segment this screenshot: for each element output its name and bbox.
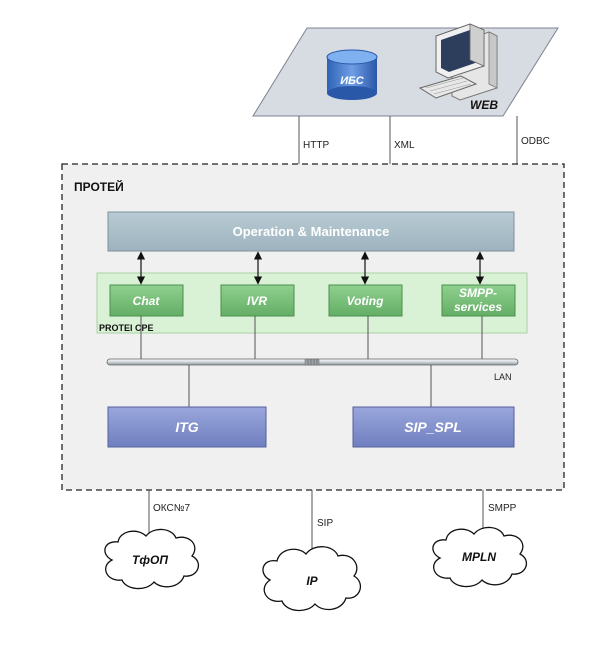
module-chat-label: Chat [133, 294, 161, 308]
database-icon [326, 49, 378, 100]
module-ivr [220, 284, 295, 317]
web-platform [252, 27, 559, 117]
module-lan-links [140, 316, 483, 360]
xml-label: XML [394, 140, 415, 151]
module-chat [109, 284, 184, 317]
cloud-tfop-icon [104, 528, 200, 590]
cloud-ip-icon [262, 546, 362, 612]
smpp-label: SMPP [488, 503, 517, 514]
lan-label: LAN [494, 372, 512, 382]
oks-label: ОКС№7 [153, 503, 190, 514]
http-label: HTTP [303, 140, 329, 151]
lan-gateway-links [188, 365, 432, 407]
om-module-arrows [136, 251, 485, 285]
external-links [148, 490, 484, 552]
sip-label: SIP [317, 518, 333, 529]
cpe-label: PROTEI CPE [99, 323, 154, 333]
cloud-mpln-icon [432, 526, 528, 588]
module-smpp-label-1: SMPP- [459, 286, 497, 300]
module-smpp-label-2: services [454, 300, 502, 314]
module-voting [328, 284, 403, 317]
database-label: ИБС [340, 75, 365, 87]
web-links [298, 116, 518, 164]
web-label: WEB [470, 98, 498, 112]
module-ivr-label: IVR [247, 294, 267, 308]
gateway-sip-spl [352, 406, 515, 448]
odbc-label: ODBC [521, 136, 550, 147]
cloud-tfop-label: ТфОП [132, 553, 168, 567]
module-voting-label: Voting [347, 294, 385, 308]
cloud-mpln-label: MPLN [462, 550, 496, 564]
frame-title: ПРОТЕЙ [74, 179, 124, 194]
om-label: Operation & Maintenance [233, 224, 390, 239]
gateway-sip-spl-label: SIP_SPL [404, 419, 462, 435]
computer-icon [418, 23, 498, 101]
cloud-ip-label: IP [306, 574, 318, 588]
module-smpp-services [441, 284, 516, 317]
om-bar [107, 211, 515, 252]
lan-bus [106, 358, 519, 366]
gateway-itg [107, 406, 267, 448]
gateway-itg-label: ITG [175, 419, 198, 435]
